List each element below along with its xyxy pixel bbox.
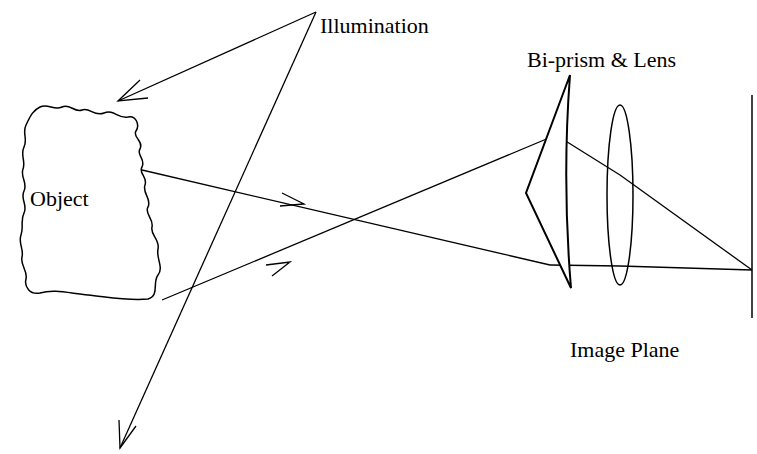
arrow-head — [119, 420, 136, 448]
light-ray — [162, 135, 556, 300]
light-ray — [620, 175, 752, 270]
arrow-head — [118, 80, 148, 101]
biprism-symbol — [526, 75, 571, 288]
object-outline-path — [20, 106, 160, 300]
object-label: Object — [30, 187, 89, 211]
light-ray — [142, 170, 550, 265]
illumination-ray — [118, 12, 316, 101]
image-plane-line — [751, 95, 753, 318]
part-label: Illumination — [318, 14, 431, 38]
lens-symbol — [607, 105, 633, 285]
light-ray — [620, 266, 752, 270]
part-label: Bi-prism & Lens — [525, 48, 678, 72]
arrow-head — [266, 262, 290, 276]
arrow-head — [280, 193, 304, 206]
object-outline: Object — [18, 103, 168, 303]
part-label: Image Plane — [568, 338, 681, 362]
